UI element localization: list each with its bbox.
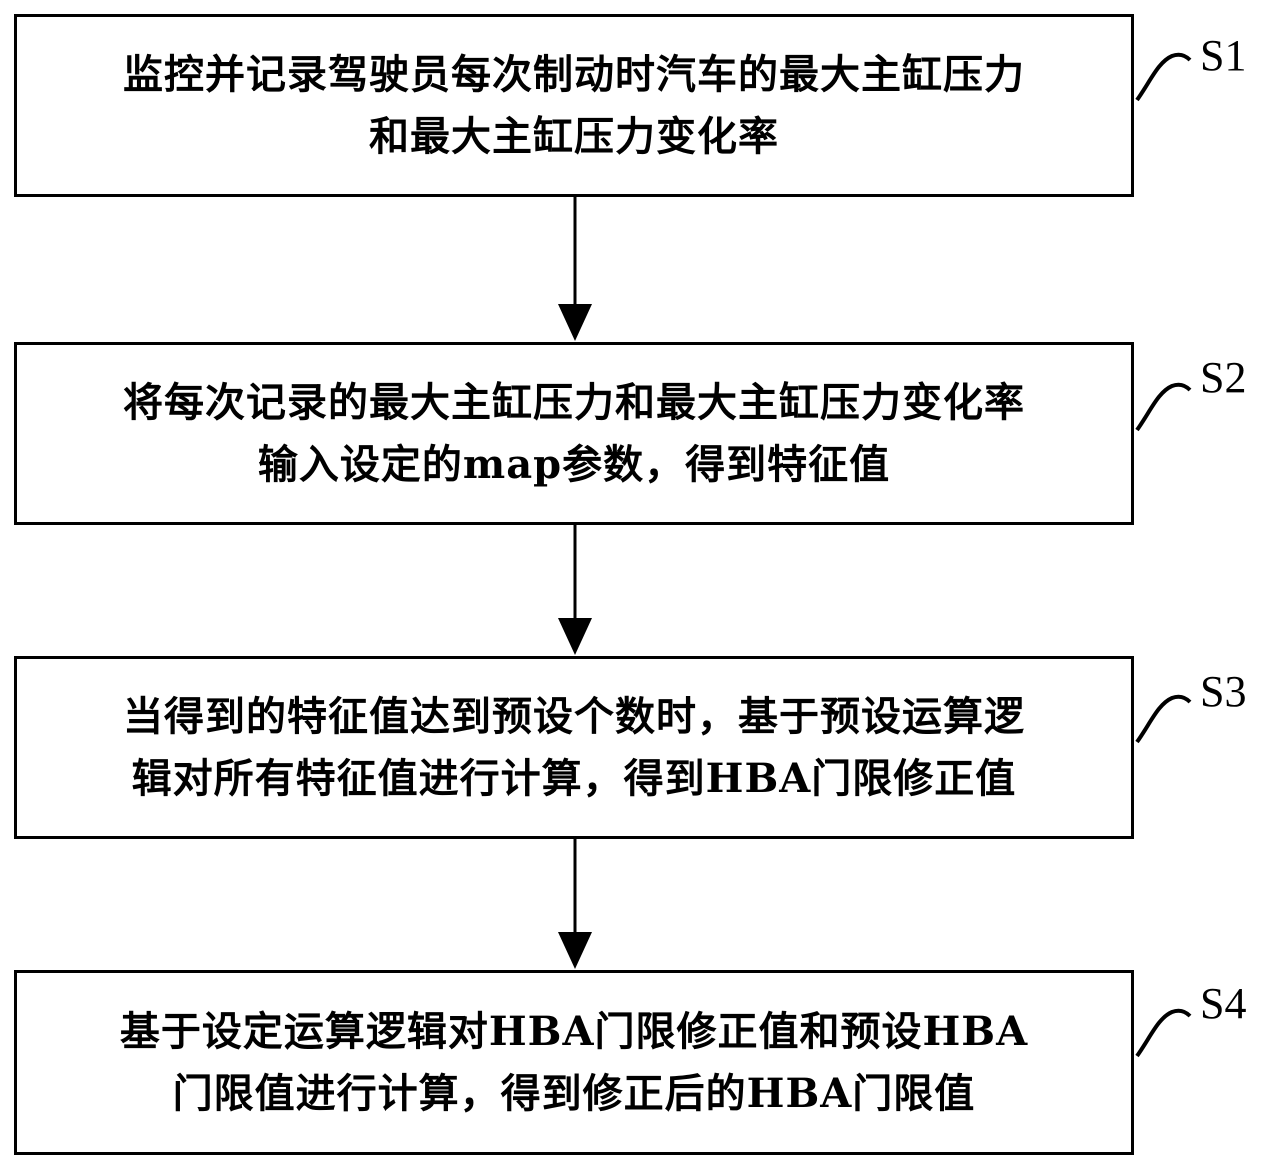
- step-text-line: 辑对所有特征值进行计算，得到HBA门限修正值: [131, 754, 1017, 802]
- step-label-s2: S2: [1200, 353, 1247, 402]
- step-box-s3: 当得到的特征值达到预设个数时，基于预设运算逻 辑对所有特征值进行计算，得到HBA…: [14, 656, 1134, 839]
- label-leader-s2: [1135, 382, 1192, 432]
- step-text-s2: 将每次记录的最大主缸压力和最大主缸压力变化率 输入设定的map参数，得到特征值: [105, 372, 1043, 496]
- label-leader-s3: [1135, 694, 1192, 744]
- step-text-line: 当得到的特征值达到预设个数时，基于预设运算逻: [123, 692, 1025, 740]
- step-box-s1: 监控并记录驾驶员每次制动时汽车的最大主缸压力 和最大主缸压力变化率: [14, 14, 1134, 197]
- step-text-line: 基于设定运算逻辑对HBA门限修正值和预设HBA: [119, 1007, 1029, 1055]
- label-leader-s1: [1135, 52, 1192, 102]
- step-text-line: 将每次记录的最大主缸压力和最大主缸压力变化率: [123, 378, 1025, 426]
- step-text-line: 和最大主缸压力变化率: [369, 112, 779, 160]
- step-box-s4: 基于设定运算逻辑对HBA门限修正值和预设HBA 门限值进行计算，得到修正后的HB…: [14, 970, 1134, 1155]
- step-text-line: 门限值进行计算，得到修正后的HBA门限值: [172, 1069, 976, 1117]
- arrowhead-s1-s2: [558, 304, 592, 341]
- label-leader-s4: [1135, 1008, 1192, 1058]
- arrowhead-s3-s4: [558, 932, 592, 969]
- step-text-s3: 当得到的特征值达到预设个数时，基于预设运算逻 辑对所有特征值进行计算，得到HBA…: [105, 686, 1043, 810]
- step-text-s4: 基于设定运算逻辑对HBA门限修正值和预设HBA 门限值进行计算，得到修正后的HB…: [102, 1001, 1046, 1125]
- step-text-line: 监控并记录驾驶员每次制动时汽车的最大主缸压力: [123, 50, 1025, 98]
- step-box-s2: 将每次记录的最大主缸压力和最大主缸压力变化率 输入设定的map参数，得到特征值: [14, 342, 1134, 525]
- step-label-s4: S4: [1200, 979, 1247, 1028]
- step-label-s1: S1: [1200, 31, 1247, 80]
- step-text-s1: 监控并记录驾驶员每次制动时汽车的最大主缸压力 和最大主缸压力变化率: [105, 44, 1043, 168]
- arrowhead-s2-s3: [558, 618, 592, 655]
- step-label-s3: S3: [1200, 667, 1247, 716]
- step-text-line: 输入设定的map参数，得到特征值: [257, 440, 891, 488]
